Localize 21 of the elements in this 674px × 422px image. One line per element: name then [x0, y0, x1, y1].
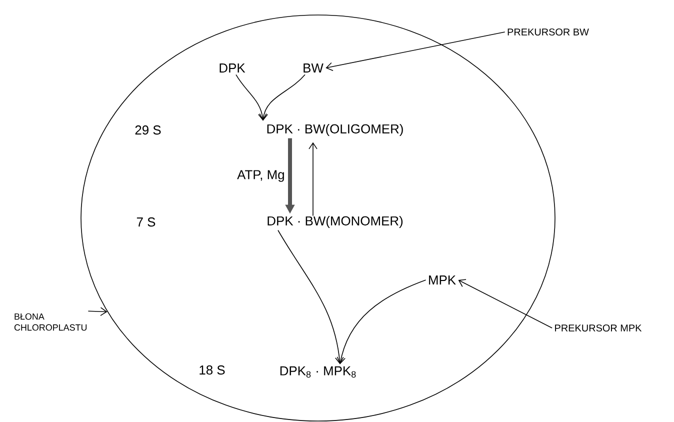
- sedimentation-label: 29 S: [135, 125, 161, 135]
- complex-label: DPK · BW(OLIGOMER): [267, 124, 403, 136]
- arrow: [336, 280, 426, 364]
- edge-label: ATP, Mg: [237, 170, 284, 182]
- complex-label: DPK · BW(MONOMER): [268, 216, 403, 228]
- arrow: [88, 307, 108, 316]
- arrow: [458, 279, 552, 328]
- protein-label: DPK: [220, 64, 246, 72]
- protein-label: MPK: [429, 276, 456, 284]
- sedimentation-label: 18 S: [200, 365, 225, 375]
- arrow: [236, 74, 267, 121]
- protein-label: BW: [304, 64, 324, 72]
- complex-label: DPK$_{8}$ · MPK$_{8}$: [280, 366, 356, 378]
- arrow: [326, 32, 506, 71]
- arrow: [259, 74, 306, 121]
- precursor-label: PREKURSOR MPK: [555, 324, 642, 332]
- arrow: [308, 142, 318, 216]
- precursor-label: PREKURSOR BW: [508, 28, 589, 36]
- membrane-label: BŁONA CHLOROPLASTU: [14, 313, 87, 331]
- sedimentation-label: 7 S: [136, 217, 156, 227]
- arrow: [278, 230, 344, 364]
